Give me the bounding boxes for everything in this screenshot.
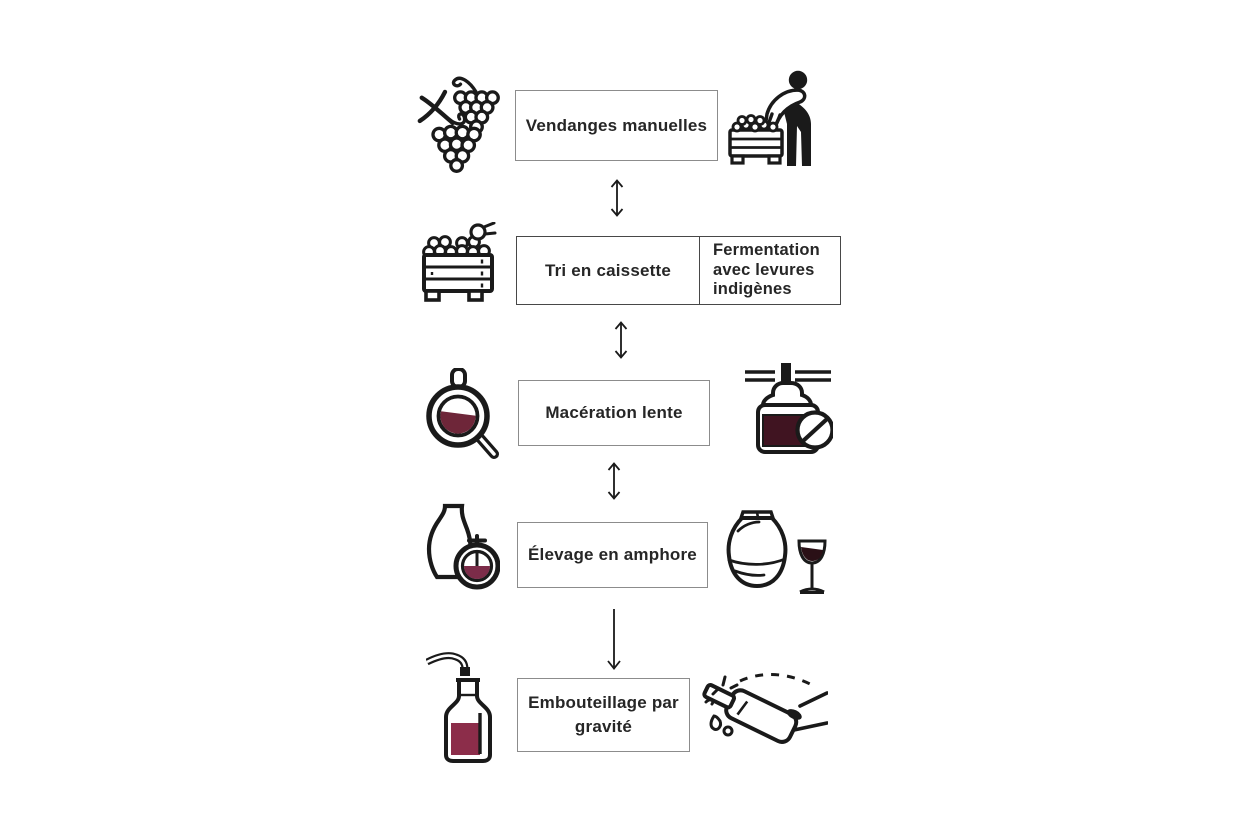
step-label: Vendanges manuelles xyxy=(525,115,708,135)
step-label-cell: Tri en caissette xyxy=(517,237,699,304)
double-arrow-icon xyxy=(608,178,626,218)
step-note-cell: Fermentation avec levures indigènes xyxy=(699,237,840,304)
step-box-tri-fermentation: Tri en caissette Fermentation avec levur… xyxy=(516,236,841,305)
step-note: Fermentation avec levures indigènes xyxy=(713,241,820,299)
double-arrow-icon xyxy=(612,320,630,360)
magnifier-wine-icon xyxy=(421,368,501,460)
down-arrow-icon xyxy=(605,608,623,672)
step-label: Tri en caissette xyxy=(544,260,672,280)
step-label: Embouteillage par gravité xyxy=(528,693,679,736)
grapes-icon xyxy=(414,66,506,174)
step-box-maceration: Macération lente xyxy=(518,380,710,446)
bottle-pop-icon xyxy=(700,664,828,758)
step-label: Élevage en amphore xyxy=(528,545,697,565)
double-arrow-icon xyxy=(605,461,623,501)
grape-crate-icon xyxy=(416,222,501,307)
step-box-embouteillage: Embouteillage par gravité xyxy=(517,678,690,752)
amphora-icon xyxy=(726,508,788,592)
harvest-person-icon xyxy=(728,68,828,170)
press-no-pump-icon xyxy=(745,363,833,458)
carafe-timer-icon xyxy=(420,503,500,595)
step-box-elevage: Élevage en amphore xyxy=(517,522,708,588)
step-label: Macération lente xyxy=(545,403,683,423)
wine-glass-icon xyxy=(794,538,830,598)
gravity-filling-bottle-icon xyxy=(426,650,504,764)
step-box-vendanges: Vendanges manuelles xyxy=(515,90,718,161)
